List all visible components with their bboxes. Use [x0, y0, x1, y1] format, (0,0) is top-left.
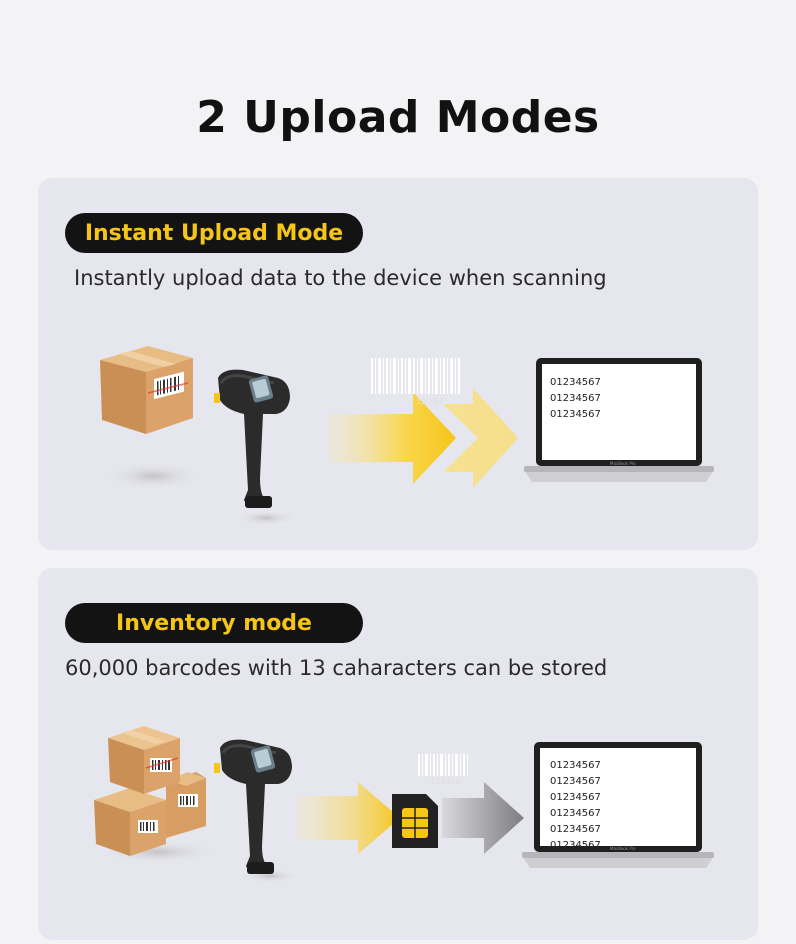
instant-upload-description: Instantly upload data to the device when… — [74, 266, 607, 290]
inventory-mode-panel: 123456 MacBook Pro 01234567 01234567 012… — [38, 568, 758, 940]
screen-line: 01234567 — [550, 792, 601, 803]
inventory-mode-description: 60,000 barcodes with 13 caharacters can … — [65, 656, 608, 680]
laptop-icon: MacBook Pro 01234567 01234567 01234567 — [524, 358, 714, 482]
barcode-number: 123456 — [430, 777, 461, 786]
arrow-icon — [296, 782, 400, 854]
screen-line: 01234567 — [550, 409, 601, 420]
screen-line: 01234567 — [550, 840, 601, 851]
page-title: 2 Upload Modes — [196, 92, 600, 143]
barcode-scanner-icon — [214, 369, 298, 526]
laptop-icon: MacBook Pro 01234567 01234567 01234567 0… — [522, 742, 714, 868]
inventory-mode-illustration: 123456 MacBook Pro 01234567 01234567 012… — [94, 726, 714, 883]
arrow-icon — [328, 388, 518, 488]
screen-line: 01234567 — [550, 776, 601, 787]
cardboard-box-icon — [100, 346, 203, 490]
screen-line: 01234567 — [550, 760, 601, 771]
screen-line: 01234567 — [550, 393, 601, 404]
cardboard-box-icon — [94, 726, 220, 864]
memory-chip-icon — [392, 794, 438, 848]
screen-line: 01234567 — [550, 824, 601, 835]
barcode-number: 12 567 — [416, 397, 444, 406]
screen-line: 01234567 — [550, 808, 601, 819]
instant-upload-panel: 12 567 MacBook Pro 01234567 01234567 012… — [38, 178, 758, 550]
screen-line: 01234567 — [550, 377, 601, 388]
laptop-brand: MacBook Pro — [610, 846, 636, 851]
barcode-icon — [371, 358, 460, 394]
barcode-scanner-icon — [214, 739, 300, 883]
arrow-icon — [442, 782, 524, 854]
barcode-icon — [418, 754, 468, 776]
inventory-mode-label: Inventory mode — [65, 603, 363, 643]
instant-upload-illustration: 12 567 MacBook Pro 01234567 01234567 012… — [100, 346, 714, 526]
instant-upload-mode-label: Instant Upload Mode — [65, 213, 363, 253]
laptop-brand: MacBook Pro — [610, 461, 636, 466]
